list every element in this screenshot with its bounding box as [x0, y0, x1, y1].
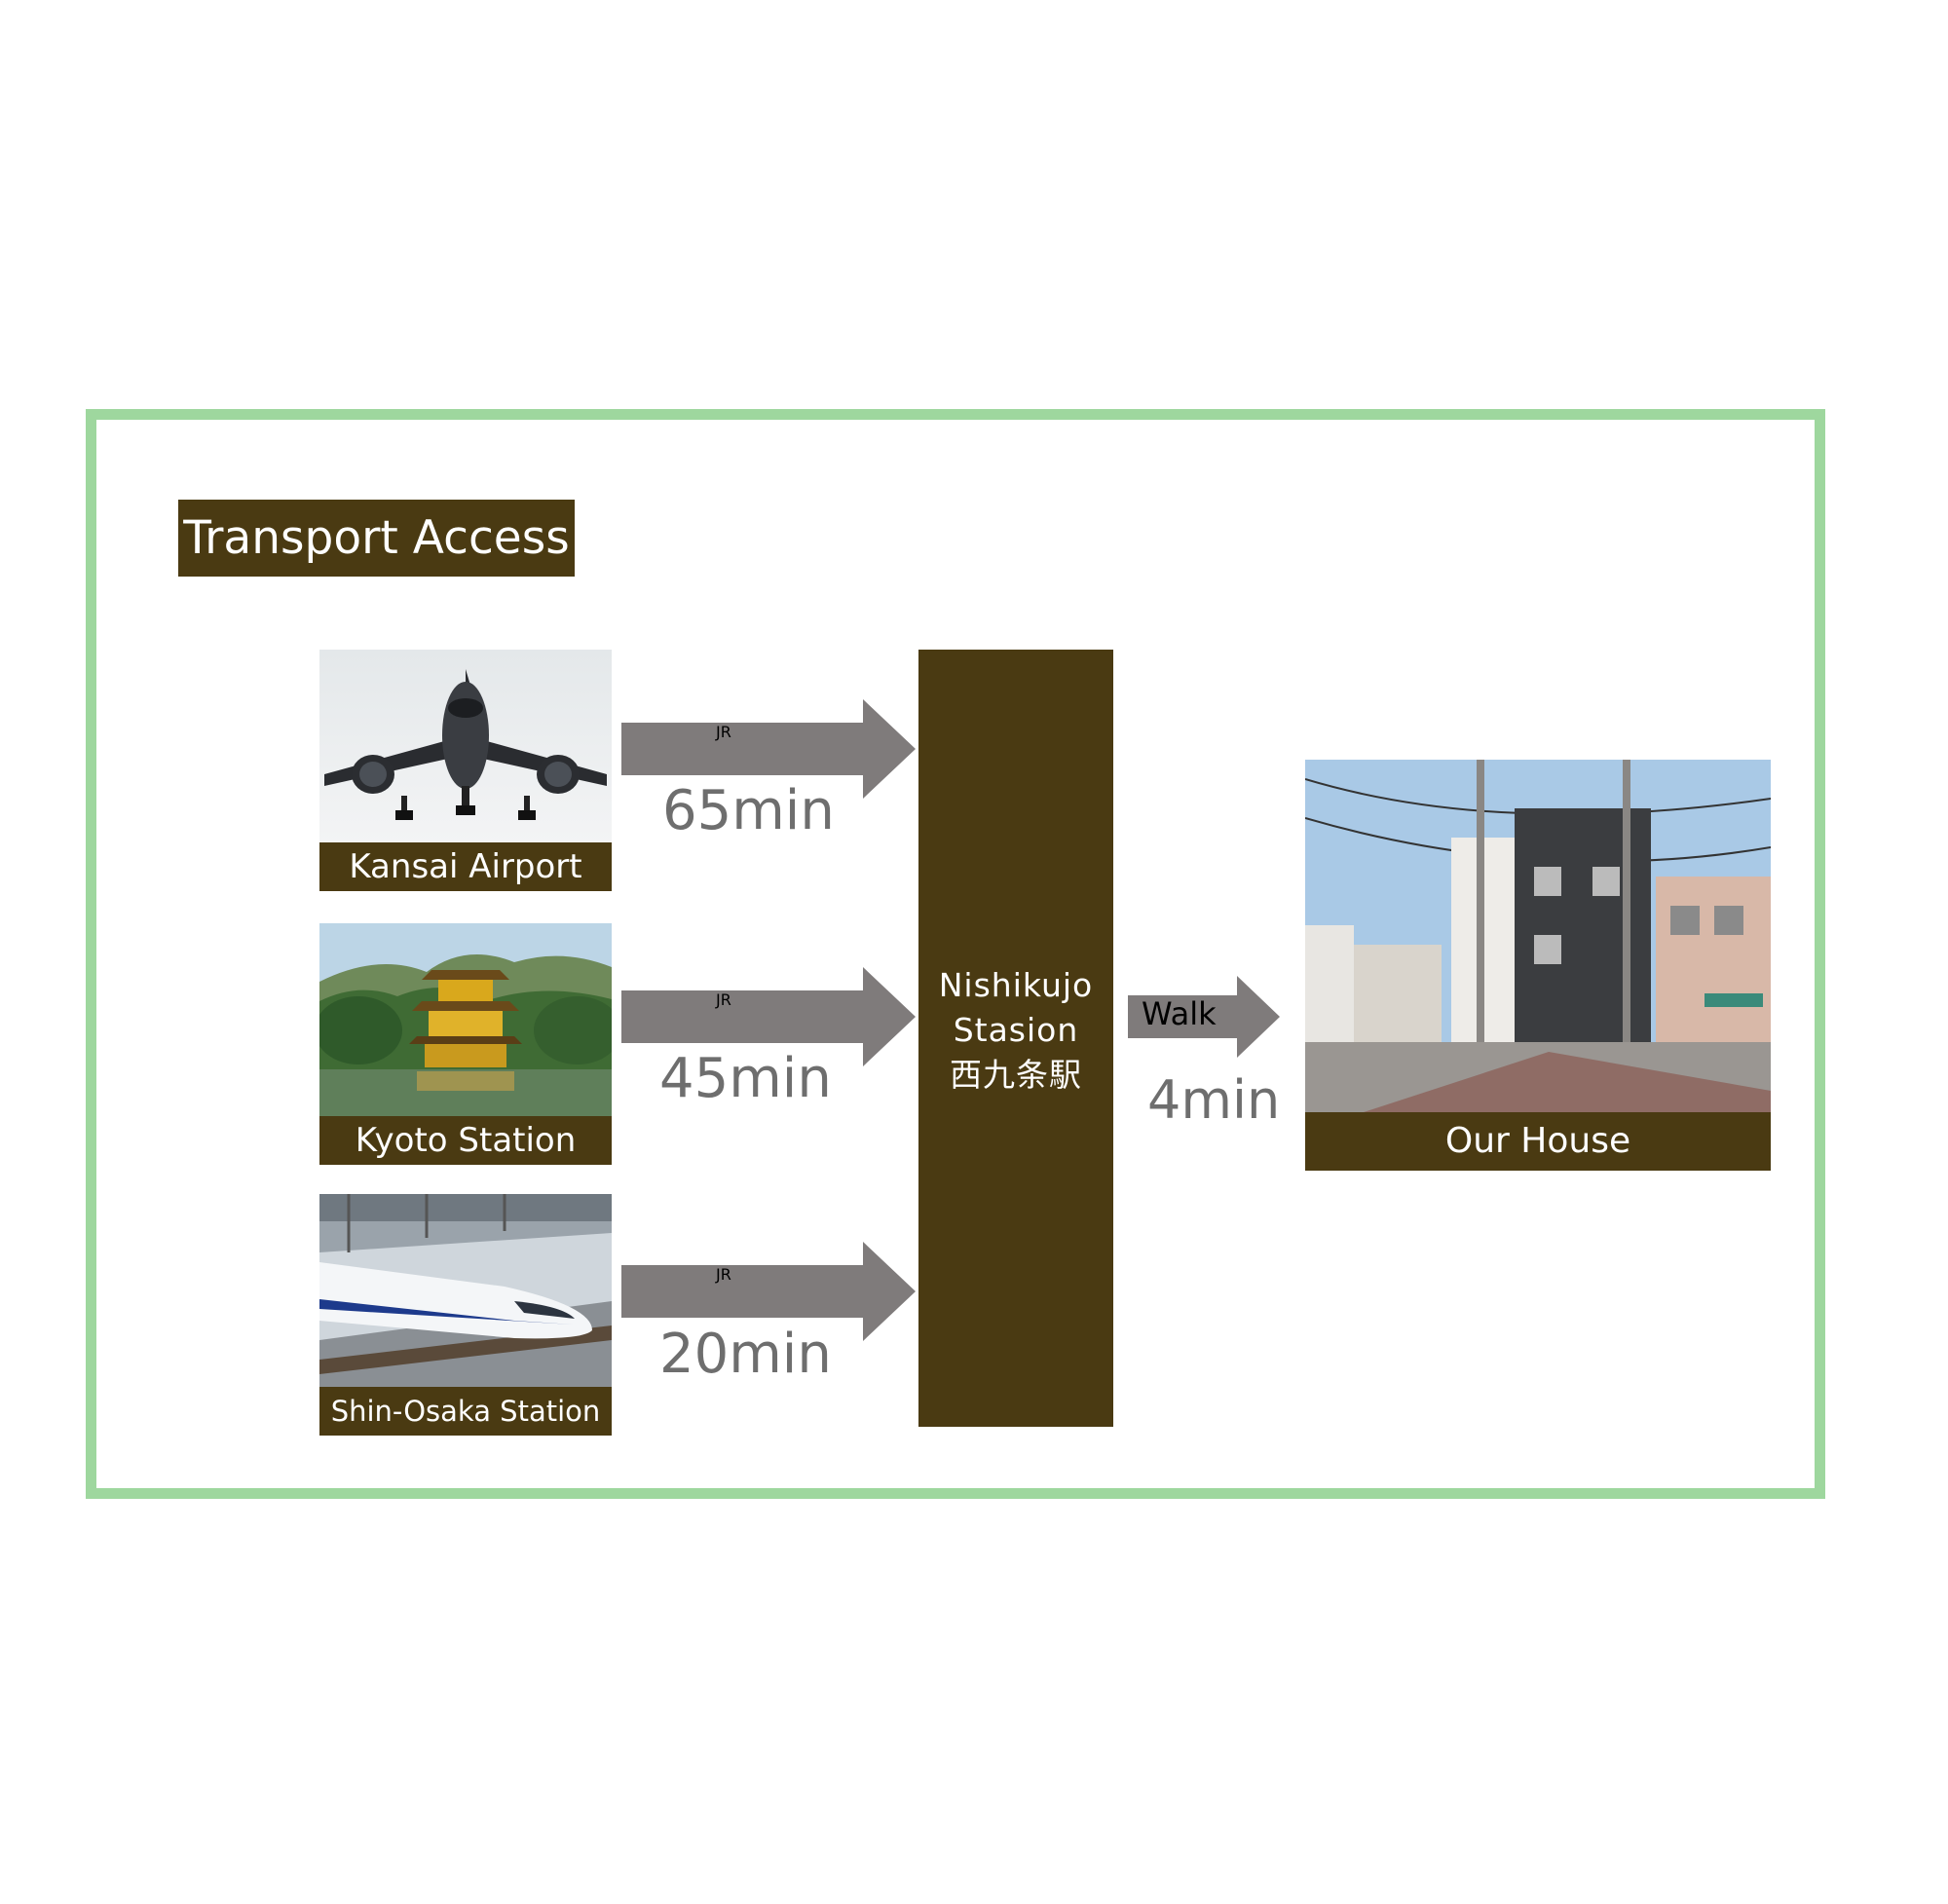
origin-label: Kansai Airport: [319, 842, 612, 891]
travel-time: 20min: [659, 1323, 832, 1386]
line-label: JR: [716, 723, 731, 741]
origin-card-shin-osaka-station: Shin-Osaka Station: [319, 1194, 612, 1436]
hub-name-jp: 西九条駅: [950, 1056, 1082, 1094]
hub-name-line1: Nishikujo: [938, 966, 1094, 1004]
origin-card-kansai-airport: Kansai Airport: [319, 650, 612, 891]
hub-station-nishikujo: Nishikujo Stasion 西九条駅: [918, 650, 1113, 1427]
jr-arrow-1: [621, 699, 916, 799]
walk-time: 4min: [1147, 1069, 1281, 1131]
hub-name-line2: Stasion: [953, 1011, 1079, 1049]
page-title: Transport Access: [178, 500, 575, 577]
line-label: JR: [716, 990, 731, 1009]
golden-pavilion-photo-icon: [319, 923, 612, 1116]
airplane-photo-icon: [319, 650, 612, 842]
destination-card-our-house: Our House: [1305, 760, 1771, 1171]
jr-arrow-3: [621, 1242, 916, 1341]
origin-card-kyoto-station: Kyoto Station: [319, 923, 612, 1165]
walk-arrow: [1128, 976, 1280, 1058]
bullet-train-photo-icon: [319, 1194, 612, 1387]
origin-label: Shin-Osaka Station: [319, 1387, 612, 1436]
jr-arrow-2: [621, 967, 916, 1066]
diagram-frame: [86, 409, 1825, 1499]
origin-label: Kyoto Station: [319, 1116, 612, 1165]
house-photo-icon: [1305, 760, 1771, 1112]
line-label: JR: [716, 1265, 731, 1284]
destination-label: Our House: [1305, 1112, 1771, 1171]
travel-time: 45min: [659, 1047, 832, 1110]
travel-time: 65min: [662, 779, 835, 842]
walk-label: Walk: [1142, 995, 1217, 1032]
